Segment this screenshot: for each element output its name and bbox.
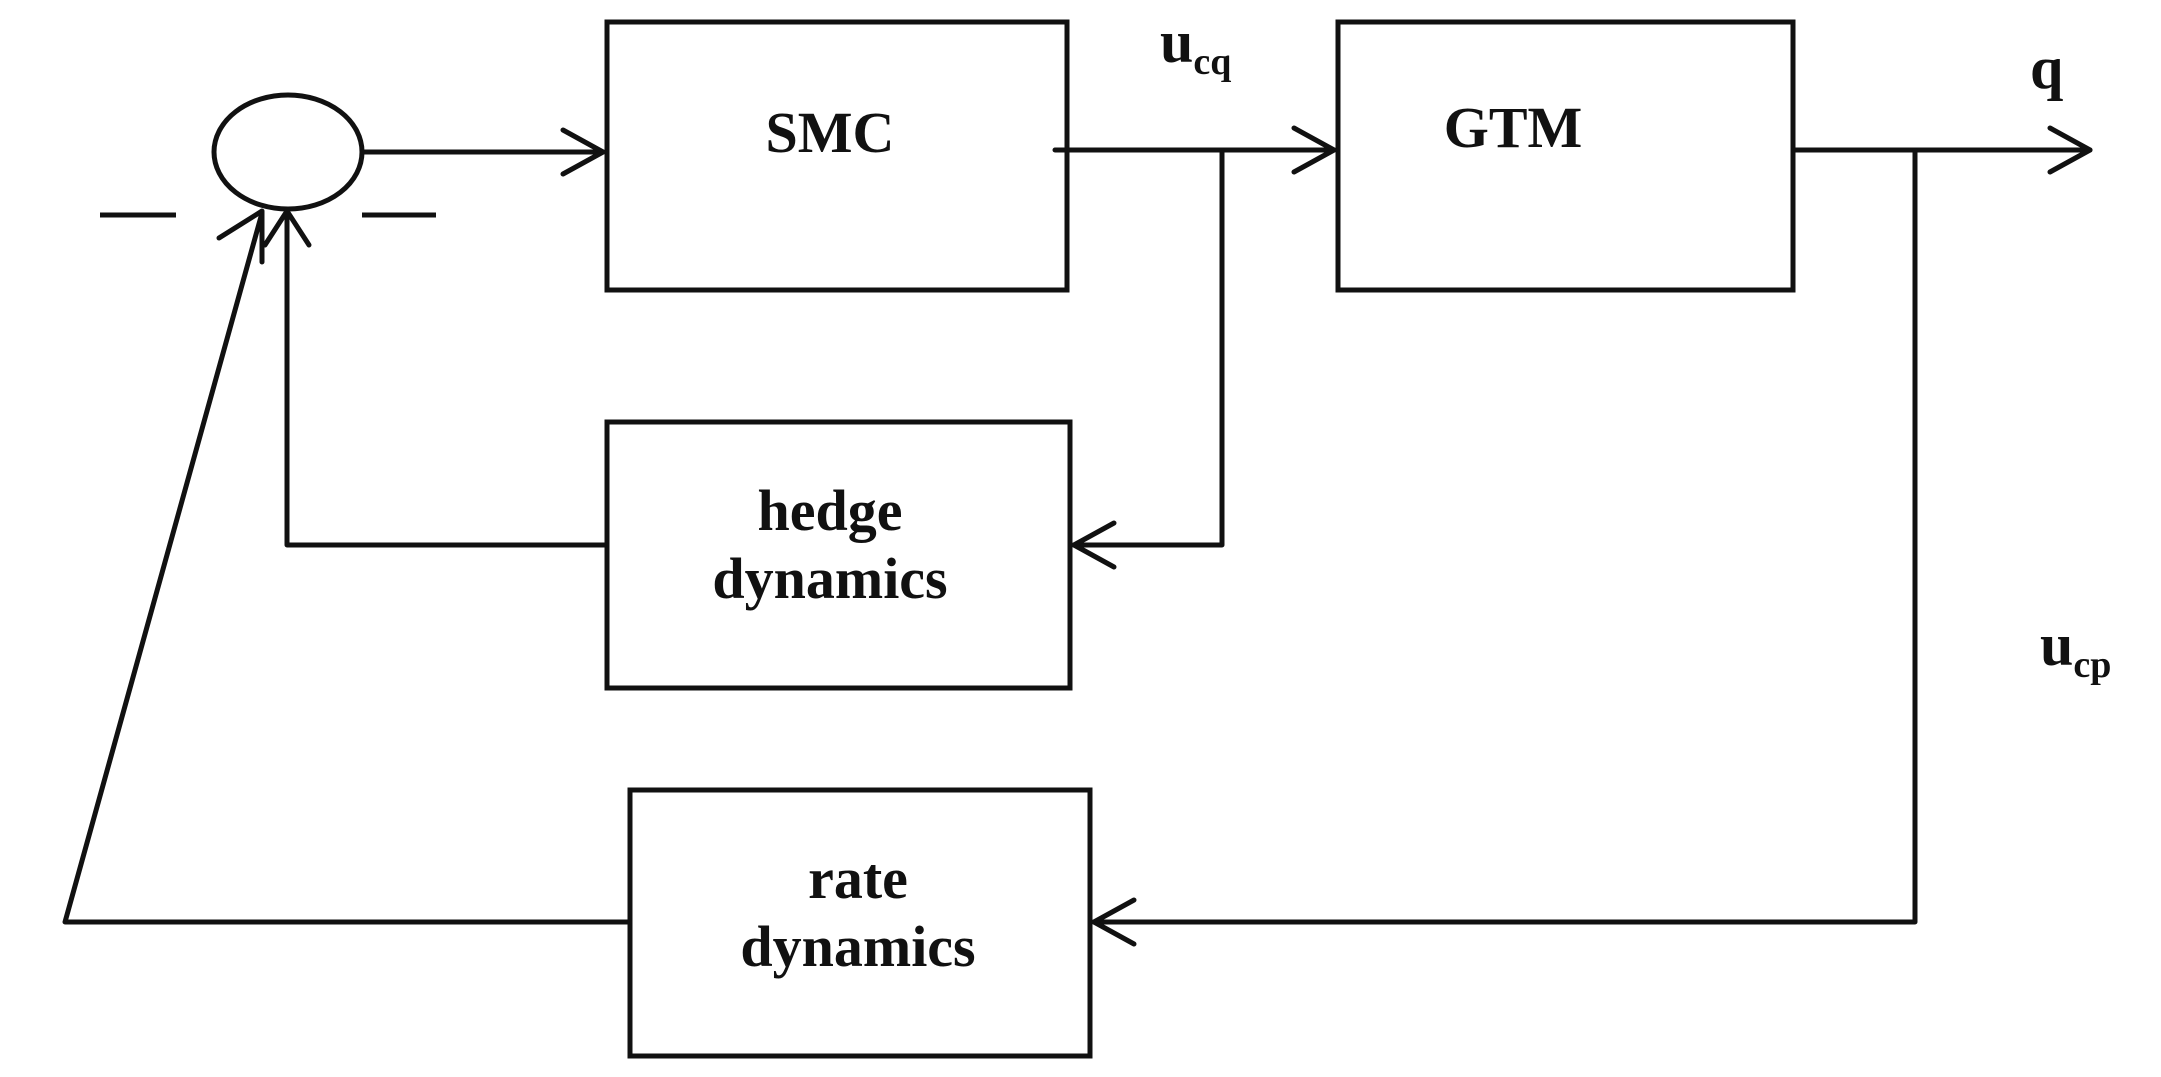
hedge-to-junction-line	[284, 210, 610, 548]
rate-to-junction-arrowhead	[216, 208, 265, 265]
junction-to-smc-arrowhead	[560, 127, 606, 177]
ucq-to-hedge-line	[1071, 147, 1225, 548]
q-output-label: q	[2030, 35, 2063, 101]
summing-junction	[211, 92, 365, 212]
rate-dynamics-label-line1: rate	[808, 846, 908, 911]
u-cp-subscript: cp	[2073, 644, 2111, 686]
gtm-block	[1335, 19, 1796, 293]
hedge-dynamics-label-line2: dynamics	[712, 546, 947, 611]
u-cp-label: ucp	[2040, 612, 2111, 686]
rate-dynamics-label-line2: dynamics	[740, 914, 975, 979]
hedge-dynamics-label-line1: hedge	[758, 478, 903, 543]
u-cq-subscript: cq	[1193, 41, 1231, 83]
smc-to-gtm-arrowhead	[1291, 125, 1337, 175]
u-cq-label: ucq	[1160, 9, 1231, 83]
smc-block	[604, 19, 1070, 293]
u-cp-base: u	[2040, 612, 2073, 678]
hedge-to-junction-arrowhead	[262, 208, 312, 248]
smc-label: SMC	[766, 100, 895, 165]
output-arrowhead	[2047, 125, 2093, 175]
gtm-label: GTM	[1444, 95, 1583, 160]
rate-to-junction-line	[62, 210, 633, 925]
q-to-rate-line	[1091, 147, 1918, 925]
ucq-to-hedge-arrowhead	[1071, 520, 1117, 570]
q-to-rate-arrowhead	[1091, 897, 1137, 947]
hedge-dynamics-block	[604, 419, 1073, 691]
u-cq-base: u	[1160, 9, 1193, 75]
